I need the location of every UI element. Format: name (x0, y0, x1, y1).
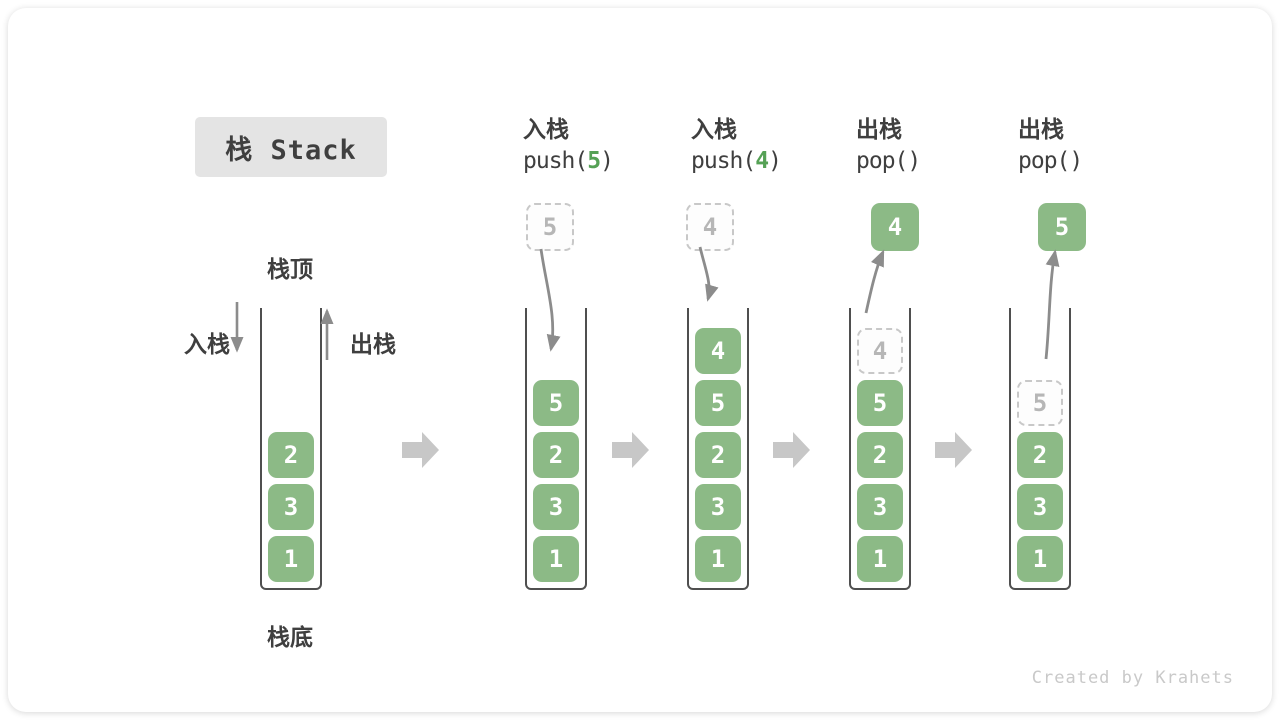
stack-after-pop-5: 5 2 3 1 (1009, 308, 1071, 590)
op-header-pop-5: 出栈 pop() (1018, 114, 1083, 178)
stack-cell: 4 (695, 328, 741, 374)
stack-cell: 3 (857, 484, 903, 530)
title-text: 栈 Stack (225, 134, 357, 166)
stack-cell: 2 (533, 432, 579, 478)
op-header-push-4: 入栈 push(4) (691, 114, 782, 178)
op-arg: 5 (587, 148, 601, 174)
watermark: Created by Krahets (1031, 668, 1234, 688)
op-header-pop-4: 出栈 pop() (856, 114, 921, 178)
stack-cell: 1 (1017, 536, 1063, 582)
floating-push-value-4: 4 (686, 203, 734, 251)
stack-cell: 3 (533, 484, 579, 530)
stack-cell-ghost: 5 (1017, 380, 1063, 426)
stack-cell: 1 (533, 536, 579, 582)
stack-cell: 2 (1017, 432, 1063, 478)
stack-cell: 1 (268, 536, 314, 582)
pop-side-label: 出栈 (350, 331, 396, 357)
stack-bottom-label: 栈底 (267, 624, 313, 650)
stack-cell: 2 (857, 432, 903, 478)
floating-popped-value-5: 5 (1038, 203, 1086, 251)
stack-cell: 5 (695, 380, 741, 426)
stack-cell-ghost: 4 (857, 328, 903, 374)
op-header-push-5: 入栈 push(5) (523, 114, 614, 178)
stack-cell: 5 (533, 380, 579, 426)
stack-after-push-4: 4 5 2 3 1 (687, 308, 749, 590)
diagram-card: 栈 Stack 入栈 push(5) 入栈 push(4) 出栈 pop() 出… (8, 8, 1272, 712)
stack-initial: 2 3 1 (260, 308, 322, 590)
stack-after-push-5: 5 2 3 1 (525, 308, 587, 590)
title-badge: 栈 Stack (195, 117, 387, 177)
op-arg: 4 (755, 148, 769, 174)
stack-after-pop-4: 4 5 2 3 1 (849, 308, 911, 590)
op-zh-label: 入栈 (691, 116, 737, 142)
op-code-label: pop() (1018, 148, 1083, 174)
stack-cell: 3 (1017, 484, 1063, 530)
stack-cell: 3 (695, 484, 741, 530)
op-code-label: push(4) (691, 148, 782, 174)
floating-popped-value-4: 4 (871, 203, 919, 251)
op-zh-label: 入栈 (523, 116, 569, 142)
stack-cell: 2 (695, 432, 741, 478)
op-zh-label: 出栈 (856, 116, 902, 142)
op-code-label: push(5) (523, 148, 614, 174)
stack-cell: 1 (857, 536, 903, 582)
stack-cell: 5 (857, 380, 903, 426)
stack-top-label: 栈顶 (267, 256, 313, 282)
stack-cell: 2 (268, 432, 314, 478)
stack-cell: 3 (268, 484, 314, 530)
stack-cell: 1 (695, 536, 741, 582)
op-zh-label: 出栈 (1018, 116, 1064, 142)
push-side-label: 入栈 (184, 331, 230, 357)
floating-push-value-5: 5 (526, 203, 574, 251)
op-code-label: pop() (856, 148, 921, 174)
